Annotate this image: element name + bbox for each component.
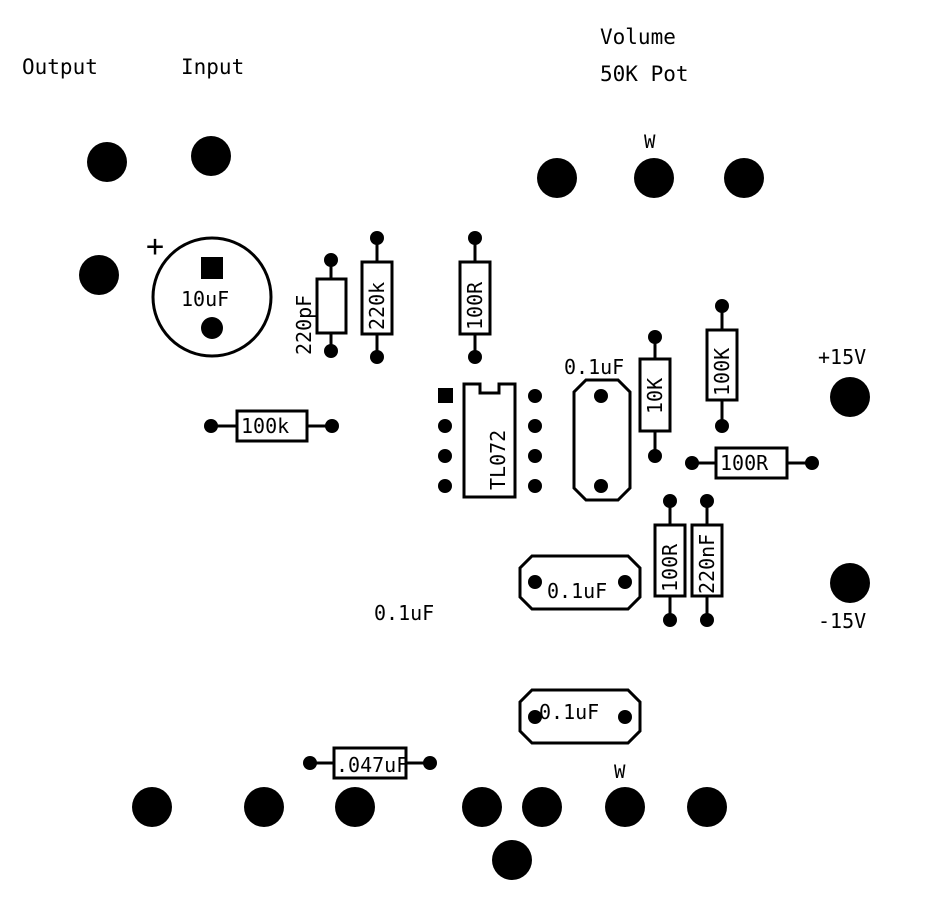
resistor-220k-label: 220k (365, 282, 389, 330)
bottom-pad-5[interactable] (522, 787, 562, 827)
capacitor-220nF[interactable]: 220nF (690, 494, 724, 627)
capacitor-10uF-label: 10uF (181, 287, 229, 311)
capacitor-0.1uF-mid-label: 0.1uF (547, 579, 607, 603)
capacitor-10uF[interactable]: 10uF (151, 236, 273, 358)
resistor-10K[interactable]: 10K (638, 330, 672, 463)
ic-tl072[interactable]: TL072 (438, 382, 542, 499)
bottom-pad-3[interactable] (335, 787, 375, 827)
capacitor-220nF-label: 220nF (695, 534, 719, 594)
input-label: Input (181, 55, 244, 79)
bottom-pad-1[interactable] (132, 787, 172, 827)
output-label: Output (22, 55, 98, 79)
resistor-100R-top-label: 100R (463, 281, 487, 330)
resistor-100R-horizontal[interactable]: 100R (685, 446, 819, 480)
resistor-10K-label: 10K (643, 378, 667, 414)
volume-pot-pad-3[interactable] (724, 158, 764, 198)
capacitor-220pF-label: 220pF (292, 295, 316, 355)
resistor-220k[interactable]: 220k (360, 231, 394, 364)
resistor-100R-vertical-label: 100R (658, 543, 682, 592)
ic-tl072-label: TL072 (486, 430, 510, 490)
capacitor-047uF[interactable]: .047uF (303, 746, 437, 780)
capacitor-047uF-label: .047uF (336, 753, 408, 777)
resistor-100R-vertical[interactable]: 100R (653, 494, 687, 627)
bottom-pad-8[interactable] (492, 840, 532, 880)
capacitor-0.1uF-vertical-label: 0.1uF (564, 355, 624, 379)
minus15-pad[interactable] (830, 563, 870, 603)
capacitor-0.1uF-mid[interactable]: 0.1uF (518, 554, 642, 611)
plus15-pad[interactable] (830, 377, 870, 417)
resistor-100k-label: 100k (241, 414, 289, 438)
bottom-pad-6[interactable] (605, 787, 645, 827)
polarity-plus-label: + (146, 229, 164, 264)
volume-pot-wiper-pad[interactable] (634, 158, 674, 198)
resistor-100R-top[interactable]: 100R (458, 231, 492, 364)
resistor-100k[interactable]: 100k (204, 409, 339, 443)
bottom-pad-2[interactable] (244, 787, 284, 827)
volume-pot-pad-1[interactable] (537, 158, 577, 198)
capacitor-0.1uF-vertical[interactable] (572, 378, 632, 502)
volume-wiper-label: W (644, 131, 656, 153)
bottom-wiper-label: W (614, 761, 626, 783)
ground-pad[interactable] (79, 255, 119, 295)
volume-label: Volume (600, 25, 676, 49)
capacitor-220pF[interactable]: 220pF (292, 253, 348, 358)
input-pad[interactable] (191, 136, 231, 176)
capacitor-0.1uF-low[interactable]: 0.1uF (518, 688, 642, 745)
resistor-100K[interactable]: 100K (705, 299, 739, 433)
resistor-100R-horizontal-label: 100R (720, 451, 769, 475)
output-pad[interactable] (87, 142, 127, 182)
volume-pot-label: 50K Pot (600, 62, 689, 86)
plus15-label: +15V (818, 345, 866, 369)
capacitor-0.1uF-low-label: 0.1uF (539, 700, 599, 724)
bottom-pad-7[interactable] (687, 787, 727, 827)
minus15-label: -15V (818, 609, 866, 633)
resistor-100K-label: 100K (710, 348, 734, 396)
bottom-pad-4[interactable] (462, 787, 502, 827)
floating-capacitor-label: 0.1uF (374, 601, 434, 625)
